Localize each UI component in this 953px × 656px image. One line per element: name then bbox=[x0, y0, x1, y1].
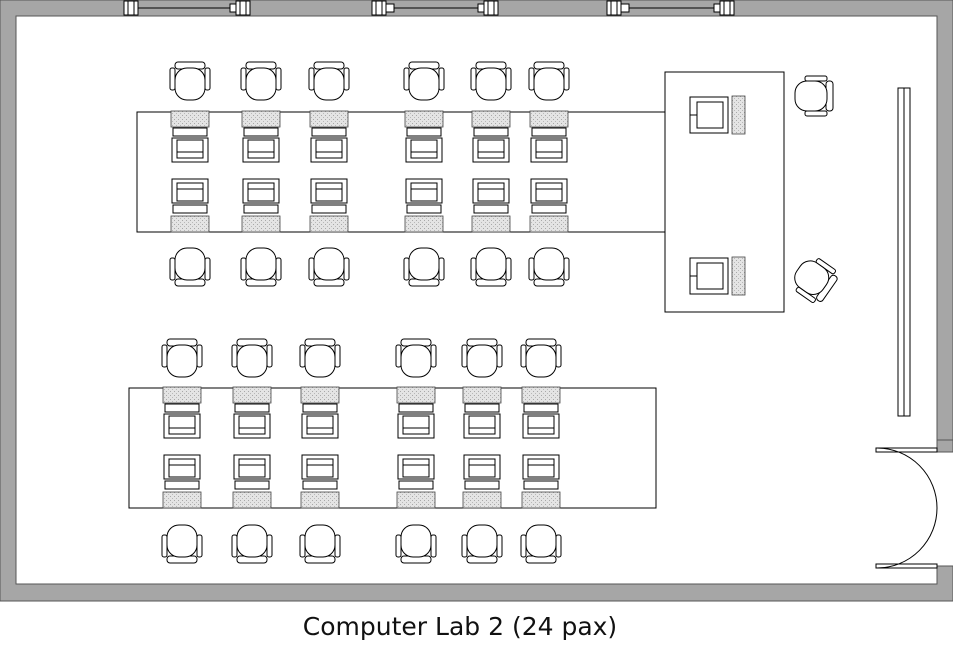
instructor-chair-2 bbox=[786, 251, 842, 308]
back-table bbox=[128, 387, 657, 509]
workstation-seat bbox=[530, 127, 568, 163]
computer-monitor bbox=[404, 110, 444, 128]
workstation-seat bbox=[397, 403, 435, 439]
computer-monitor bbox=[521, 386, 561, 404]
computer-monitor bbox=[471, 215, 511, 233]
workstation-seat bbox=[233, 454, 271, 490]
workstation-seat bbox=[472, 178, 510, 214]
student-chair bbox=[240, 247, 282, 287]
student-stations bbox=[161, 61, 570, 564]
computer-monitor bbox=[529, 215, 569, 233]
student-chair bbox=[470, 247, 512, 287]
student-chair bbox=[169, 61, 211, 101]
student-chair bbox=[161, 338, 203, 378]
student-chair bbox=[520, 524, 562, 564]
computer-monitor bbox=[241, 110, 281, 128]
workstation-seat bbox=[472, 127, 510, 163]
walls bbox=[0, 0, 953, 602]
window-3 bbox=[483, 0, 723, 16]
student-chair bbox=[308, 61, 350, 101]
student-chair bbox=[403, 247, 445, 287]
student-chair bbox=[169, 247, 211, 287]
computer-monitor bbox=[462, 491, 502, 509]
student-chair bbox=[231, 338, 273, 378]
instructor-chair-1 bbox=[794, 75, 834, 117]
computer-monitor bbox=[232, 491, 272, 509]
workstation-seat bbox=[242, 178, 280, 214]
computer-monitor bbox=[170, 110, 210, 128]
computer-monitor bbox=[471, 110, 511, 128]
computer-monitor bbox=[170, 215, 210, 233]
computer-monitor bbox=[521, 491, 561, 509]
computer-monitor bbox=[404, 215, 444, 233]
computer-monitor bbox=[309, 215, 349, 233]
student-chair bbox=[161, 524, 203, 564]
window-2 bbox=[235, 0, 487, 16]
workstation-seat bbox=[463, 454, 501, 490]
workstation-seat bbox=[233, 403, 271, 439]
student-chair bbox=[240, 61, 282, 101]
front-table bbox=[136, 111, 666, 233]
student-chair bbox=[461, 338, 503, 378]
computer-monitor bbox=[300, 386, 340, 404]
window-4 bbox=[719, 0, 735, 16]
workstation-seat bbox=[163, 403, 201, 439]
workstation-seat bbox=[397, 454, 435, 490]
window-1 bbox=[123, 0, 239, 16]
student-chair bbox=[403, 61, 445, 101]
student-chair bbox=[470, 61, 512, 101]
workstation-seat bbox=[405, 178, 443, 214]
student-chair bbox=[299, 524, 341, 564]
workstation-seat bbox=[530, 178, 568, 214]
computer-monitor bbox=[396, 386, 436, 404]
workstation-seat bbox=[310, 127, 348, 163]
computer-monitor bbox=[462, 386, 502, 404]
computer-monitor bbox=[241, 215, 281, 233]
student-chair bbox=[308, 247, 350, 287]
workstation-seat bbox=[171, 178, 209, 214]
computer-monitor bbox=[300, 491, 340, 509]
instructor-desk bbox=[664, 71, 785, 313]
computer-monitor bbox=[309, 110, 349, 128]
workstation-seat bbox=[522, 454, 560, 490]
workstation-seat bbox=[301, 454, 339, 490]
student-chair bbox=[299, 338, 341, 378]
double-door bbox=[875, 447, 938, 569]
workstation-seat bbox=[171, 127, 209, 163]
plan-caption: Computer Lab 2 (24 pax) bbox=[302, 612, 618, 641]
workstation-seat bbox=[522, 403, 560, 439]
computer-monitor bbox=[162, 491, 202, 509]
student-chair bbox=[395, 524, 437, 564]
workstation-seat bbox=[163, 454, 201, 490]
workstation-seat bbox=[301, 403, 339, 439]
student-chair bbox=[395, 338, 437, 378]
computer-monitor bbox=[162, 386, 202, 404]
computer-monitor bbox=[396, 491, 436, 509]
student-chair bbox=[461, 524, 503, 564]
instructor-workstation-2 bbox=[689, 256, 746, 296]
computer-monitor bbox=[232, 386, 272, 404]
workstation-seat bbox=[310, 178, 348, 214]
computer-monitor bbox=[529, 110, 569, 128]
workstation-seat bbox=[463, 403, 501, 439]
workstation-seat bbox=[405, 127, 443, 163]
instructor-workstation-1 bbox=[689, 95, 746, 135]
student-chair bbox=[520, 338, 562, 378]
whiteboard bbox=[897, 87, 911, 417]
student-chair bbox=[528, 247, 570, 287]
workstation-seat bbox=[242, 127, 280, 163]
student-chair bbox=[231, 524, 273, 564]
student-chair bbox=[528, 61, 570, 101]
